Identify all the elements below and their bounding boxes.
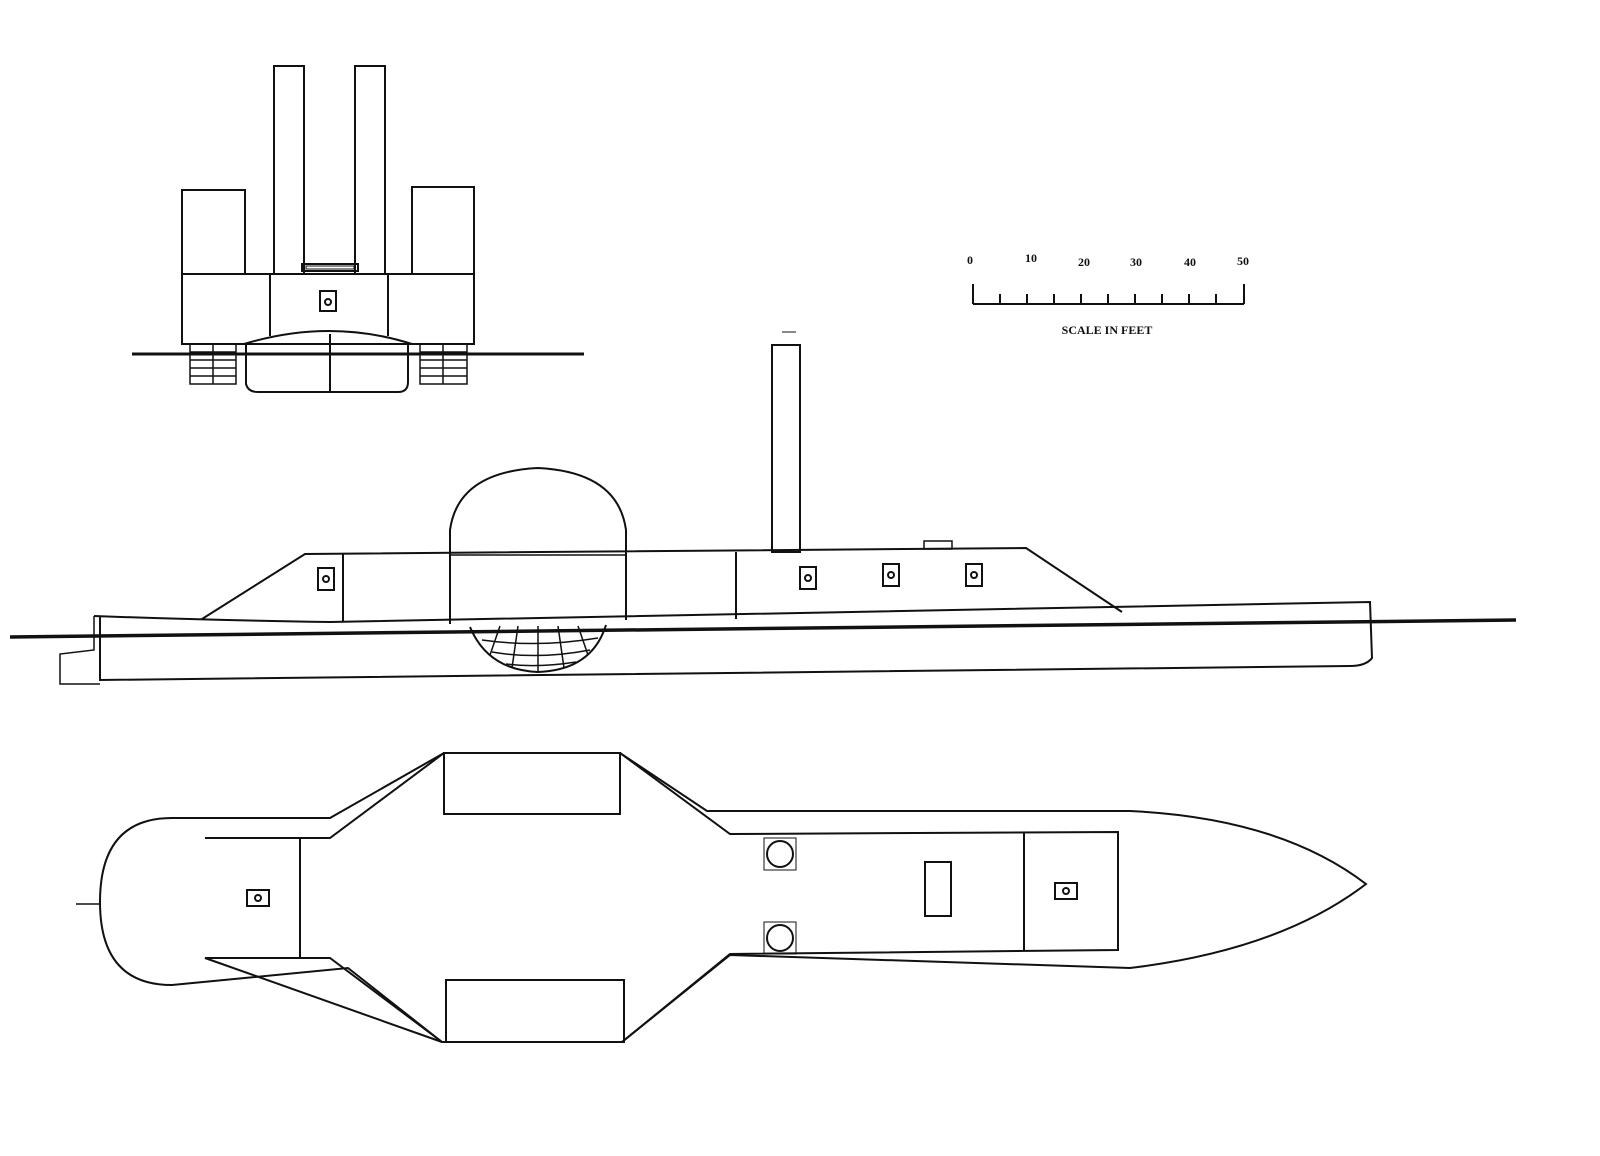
hull-side xyxy=(93,600,1374,682)
casemate-side xyxy=(201,546,1123,620)
smokestack-plan-1 xyxy=(763,837,797,871)
casemate-plan xyxy=(204,752,1119,1043)
casemate-end xyxy=(181,273,475,345)
scale-tick-label-50: 50 xyxy=(1237,254,1249,268)
paddle-box-plan-port xyxy=(443,752,621,815)
scale-bar: 0 10 20 30 40 50 SCALE IN FEET xyxy=(967,251,1249,337)
paddle-wheel-left xyxy=(189,343,237,385)
gun-port-side-4 xyxy=(965,563,983,587)
pilot-house xyxy=(301,263,359,272)
hull-end-section xyxy=(243,330,413,345)
paddle-wheel-side xyxy=(469,624,607,674)
scale-tick-label-0: 0 xyxy=(967,253,973,267)
scale-tick-label-30: 30 xyxy=(1130,255,1142,269)
gun-port-side-1 xyxy=(317,567,335,591)
gun-port-end xyxy=(319,290,337,312)
hull-plan-outline xyxy=(98,752,1368,1043)
gun-port-side-2 xyxy=(799,566,817,590)
scale-tick-label-10: 10 xyxy=(1025,251,1037,265)
end-elevation-view xyxy=(132,65,584,393)
paddle-wheel-right xyxy=(419,343,468,385)
deck-plan-view xyxy=(76,752,1368,1043)
smokestack-plan-2 xyxy=(763,921,797,955)
side-elevation-view xyxy=(9,331,1517,685)
scale-title: SCALE IN FEET xyxy=(1062,323,1153,337)
waterline-side xyxy=(9,618,1517,639)
smokestack-side xyxy=(771,344,801,553)
scale-tick-label-40: 40 xyxy=(1184,255,1196,269)
scale-tick-label-20: 20 xyxy=(1078,255,1090,269)
gun-port-side-3 xyxy=(882,563,900,587)
paddle-box-arch xyxy=(449,466,627,555)
paddle-box-plan-starboard xyxy=(445,979,625,1043)
gun-port-plan-fwd xyxy=(1054,882,1078,900)
hatch-plan xyxy=(924,861,952,917)
gun-port-plan-aft xyxy=(246,889,270,907)
